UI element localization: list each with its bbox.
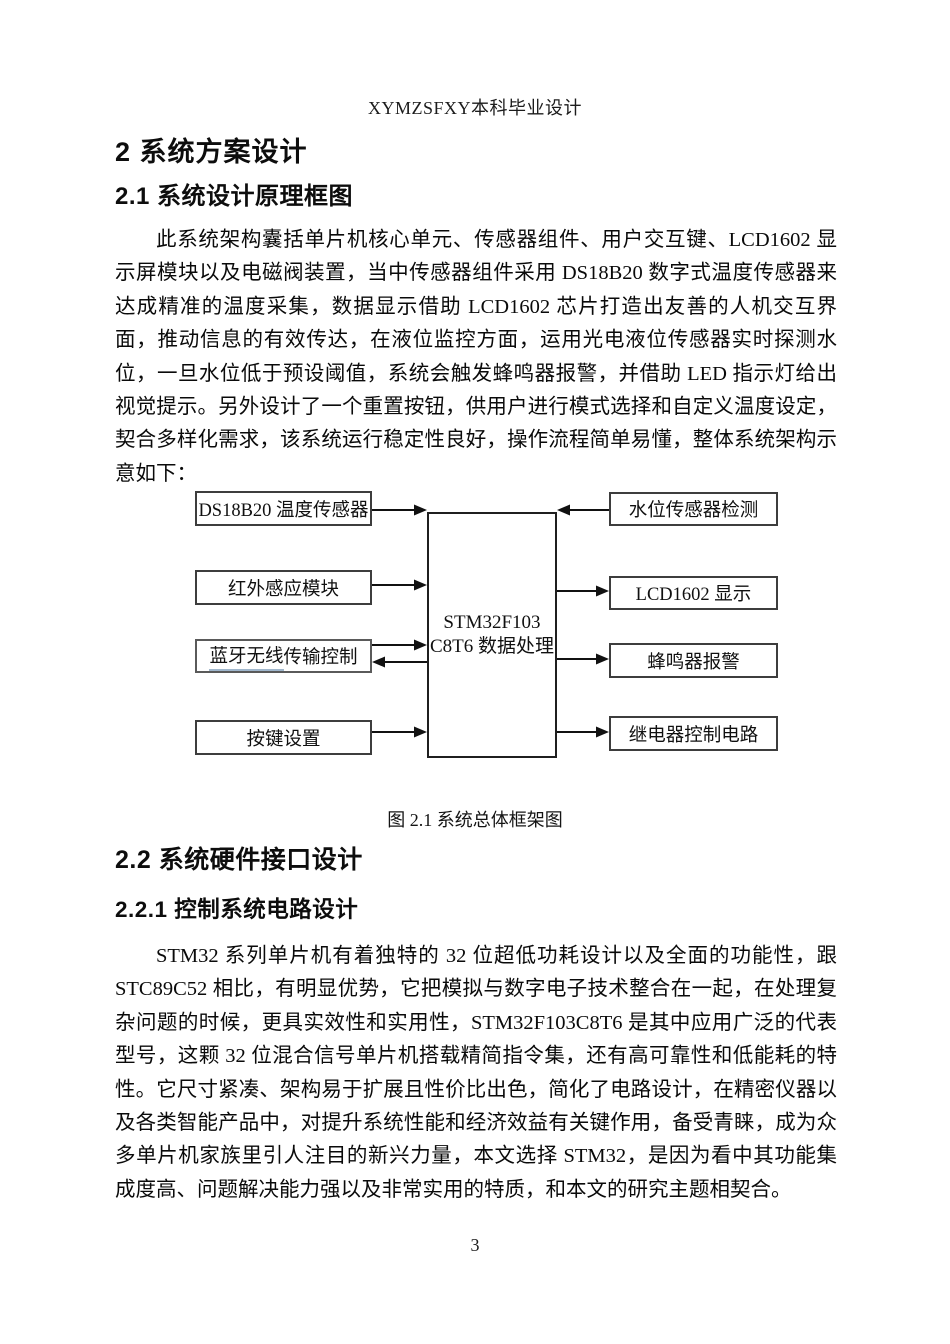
- subsection-2-2-1-paragraph: STM32 系列单片机有着独特的 32 位超低功耗设计以及全面的功能性，跟 ST…: [115, 945, 837, 1201]
- arrowhead-mcu-to-relay: [596, 726, 609, 738]
- section-2-2-heading: 2.2 系统硬件接口设计: [115, 846, 363, 874]
- chapter-heading: 2 系统方案设计: [115, 137, 308, 167]
- arrowhead-keys-to-mcu: [414, 726, 427, 738]
- block-label: 按键设置: [246, 729, 321, 750]
- page-header-title: XYMZSFXY本科毕业设计: [367, 98, 583, 118]
- block-label: 红外感应模块: [227, 579, 339, 600]
- block-key-settings: 按键设置: [195, 720, 372, 755]
- block-stm32-mcu: STM32F103 C8T6 数据处理: [427, 512, 557, 758]
- arrowhead-infrared-to-mcu: [414, 579, 427, 591]
- block-label: 蜂鸣器报警: [647, 652, 740, 673]
- block-water-level-detect: 水位传感器检测: [609, 492, 778, 526]
- block-label: 传输控制: [283, 648, 358, 668]
- arrowhead-ds18b20-to-mcu: [414, 504, 427, 516]
- mcu-label-line1: STM32F103: [443, 612, 541, 633]
- arrowhead-mcu-to-bluetooth: [372, 656, 385, 668]
- figure-caption: 图 2.1 系统总体框架图: [387, 810, 563, 830]
- block-buzzer-alarm: 蜂鸣器报警: [609, 643, 778, 678]
- arrowhead-bluetooth-to-mcu: [414, 639, 427, 651]
- mcu-label-line2: C8T6 数据处理: [429, 636, 555, 657]
- arrowhead-waterlevel-to-mcu: [557, 504, 570, 516]
- block-label: 水位传感器检测: [628, 501, 759, 521]
- page-number: 3: [470, 1235, 480, 1255]
- block-lcd1602-display: LCD1602 显示: [609, 576, 778, 610]
- block-label: 继电器控制电路: [628, 725, 759, 746]
- block-label: LCD1602 显示: [635, 585, 752, 605]
- arrowhead-mcu-to-lcd: [596, 585, 609, 597]
- section-2-1-heading: 2.1 系统设计原理框图: [115, 183, 354, 210]
- block-relay-control-circuit: 继电器控制电路: [609, 716, 778, 751]
- system-block-diagram: DS18B20 温度传感器 红外感应模块 蓝牙无线传输控制 按键设置 STM32…: [150, 478, 820, 778]
- section-2-1-paragraph: 此系统架构囊括单片机核心单元、传感器组件、用户交互键、LCD1602 显示屏模块…: [115, 229, 837, 485]
- subsection-2-2-1-heading: 2.2.1 控制系统电路设计: [115, 897, 359, 922]
- diagram-arrows: [372, 504, 609, 738]
- block-label: DS18B20 温度传感器: [198, 500, 369, 521]
- block-ds18b20-temp-sensor: DS18B20 温度传感器: [195, 491, 372, 526]
- block-label-underlined: 蓝牙无线: [209, 642, 284, 671]
- block-infrared-module: 红外感应模块: [195, 570, 372, 605]
- block-bluetooth-transfer-control: 蓝牙无线传输控制: [195, 639, 372, 673]
- arrowhead-mcu-to-buzzer: [596, 653, 609, 665]
